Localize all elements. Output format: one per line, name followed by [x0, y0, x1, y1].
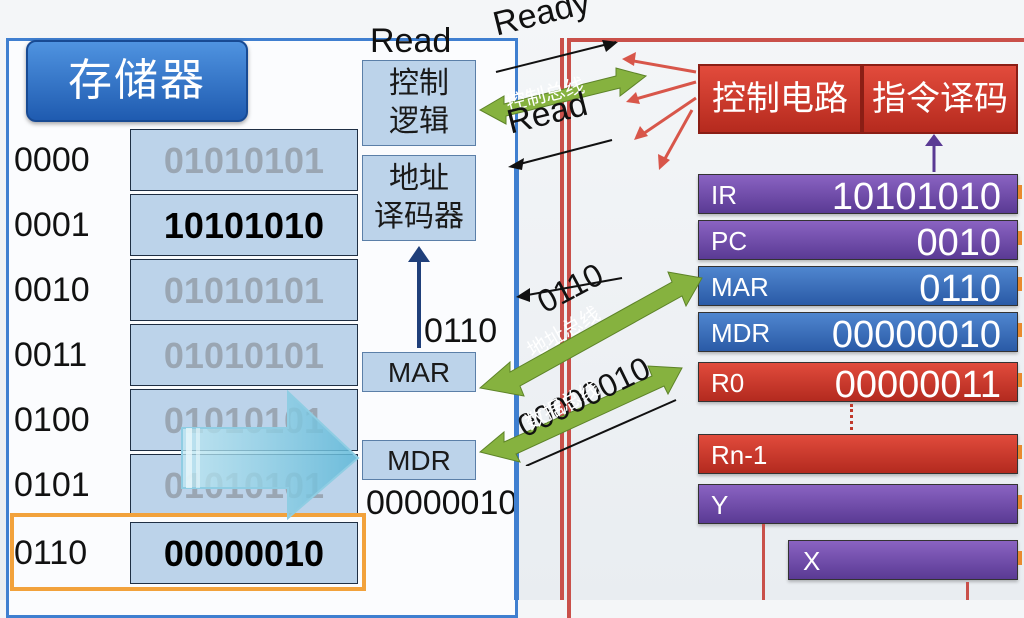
- register-mdr: MDR 00000010: [698, 312, 1018, 356]
- memory-address-5: 0101: [14, 466, 90, 504]
- selected-row-highlight: [10, 513, 366, 591]
- mdr-value-label: 00000010: [366, 484, 518, 522]
- control-logic-line1: 控制: [389, 67, 449, 100]
- data-bus-graphic: [478, 365, 683, 466]
- memory-address-1: 0001: [14, 206, 90, 244]
- memory-address-3: 0011: [14, 336, 88, 374]
- register-mar-value: 0110: [919, 268, 1001, 310]
- read-signal-top: Read: [370, 22, 452, 60]
- address-decoder-line2: 译码器: [374, 200, 464, 233]
- register-x-name: X: [803, 546, 821, 576]
- register-pc-name: PC: [711, 226, 748, 256]
- address-decoder-box: 地址 译码器: [362, 155, 476, 241]
- register-mar-name: MAR: [711, 272, 769, 302]
- register-rn-1-name: Rn-1: [711, 440, 768, 470]
- register-r0-name: R0: [711, 368, 745, 398]
- register-ir-name: IR: [711, 180, 737, 210]
- register-connector-mar: [1018, 277, 1022, 291]
- control-signals-graphic: [478, 40, 697, 170]
- mar-value-label: 0110: [424, 312, 498, 350]
- memory-address-6: 0110: [14, 534, 88, 572]
- transfer-arrow-icon: [181, 390, 360, 520]
- register-connector-ir: [1018, 185, 1022, 199]
- address-bus-graphic: [478, 271, 703, 397]
- x-bus-line: [966, 582, 969, 600]
- register-pc: PC 0010: [698, 220, 1018, 264]
- register-x: X: [788, 540, 1018, 580]
- memory-cell-0: 01010101: [130, 129, 358, 191]
- memory-cell-1: 10101010: [130, 194, 358, 256]
- register-y-name: Y: [711, 490, 729, 520]
- register-r0-value: 00000011: [834, 364, 1001, 406]
- register-connector-pc: [1018, 231, 1022, 245]
- memory-address-2: 0010: [14, 271, 90, 309]
- y-bus-line: [762, 524, 765, 600]
- register-connector-mdr: [1018, 323, 1022, 337]
- mar-to-decoder-arrow-icon: [408, 246, 430, 348]
- register-pc-value: 0010: [916, 222, 1001, 264]
- register-connector-rn-1: [1018, 445, 1022, 459]
- register-connector-r0: [1018, 373, 1022, 387]
- memory-title: 存储器: [26, 40, 248, 122]
- memory-cell-6: 00000010: [130, 522, 358, 584]
- register-ir-value: 10101010: [831, 176, 1001, 218]
- control-logic-line2: 逻辑: [389, 105, 449, 138]
- register-r0: R0 00000011: [698, 362, 1018, 406]
- register-mdr-name: MDR: [711, 318, 771, 348]
- ir-to-decode-arrow-icon: [925, 134, 943, 172]
- address-decoder-line1: 地址: [389, 162, 449, 195]
- cpu-panel: [567, 38, 1024, 618]
- register-rn-1: Rn-1: [698, 434, 1018, 474]
- register-connector-y: [1018, 495, 1022, 509]
- cpu-panel-left-edge: [560, 38, 564, 600]
- control-logic-box: 控制 逻辑: [362, 60, 476, 146]
- memory-cell-2: 01010101: [130, 259, 358, 321]
- register-connector-x: [1018, 551, 1022, 565]
- register-ir: IR 10101010: [698, 174, 1018, 218]
- instruction-decode-box: 指令译码: [862, 64, 1018, 134]
- register-y: Y: [698, 484, 1018, 524]
- register-mar: MAR 0110: [698, 266, 1018, 310]
- memory-address-4: 0100: [14, 401, 90, 439]
- register-ellipsis: [850, 404, 853, 430]
- control-circuit-box: 控制电路: [698, 64, 862, 134]
- mdr-box: MDR: [362, 440, 476, 480]
- memory-cell-3: 01010101: [130, 324, 358, 386]
- memory-address-0: 0000: [14, 141, 90, 179]
- mar-box: MAR: [362, 352, 476, 392]
- register-mdr-value: 00000010: [831, 314, 1001, 356]
